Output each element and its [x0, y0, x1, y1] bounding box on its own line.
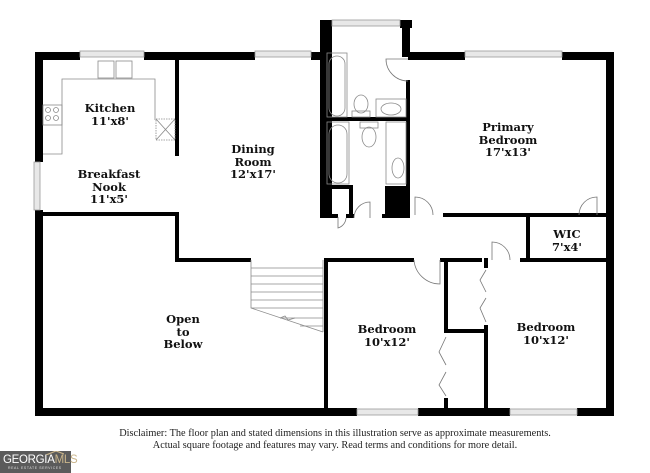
disclaimer: Disclaimer: The floor plan and stated di…	[0, 428, 650, 452]
swing-door-icon	[491, 241, 511, 261]
swing-door-icon	[414, 196, 434, 216]
room-label-kitchen: Kitchen 11'x8'	[85, 102, 136, 127]
windows	[33, 19, 578, 416]
floor-plan	[33, 19, 614, 416]
room-name: Bedroom	[357, 322, 417, 336]
refrigerator-icon	[155, 118, 176, 141]
sink-icon	[115, 60, 133, 79]
logo-text: GEORGIA	[3, 454, 55, 466]
room-name: Breakfast	[77, 167, 141, 181]
disclaimer-line-2: Actual square footage and features may v…	[152, 440, 518, 451]
roof-icon	[46, 451, 64, 455]
room-name: WIC	[553, 227, 581, 241]
room-name: Room	[234, 154, 272, 169]
toilet-icon	[351, 94, 371, 118]
room-name: Open	[166, 312, 200, 326]
kitchen-fixtures	[42, 60, 176, 155]
logo-tagline: REAL ESTATE SERVICES	[8, 466, 62, 470]
window-icon	[33, 161, 41, 211]
room-name: Dining	[231, 142, 275, 156]
interior-walls	[35, 58, 610, 410]
georgia-mls-logo: GEORGIAMLS REAL ESTATE SERVICES	[0, 451, 78, 473]
bathtub-icon	[326, 121, 350, 185]
room-dimensions: 7'x4'	[552, 239, 582, 254]
room-dimensions: 10'x12'	[523, 332, 569, 347]
room-label-bedroom-3: Bedroom 10'x12'	[517, 321, 576, 346]
swing-door-icon	[353, 201, 371, 219]
window-icon	[356, 408, 419, 416]
room-dimensions: 11'x5'	[90, 192, 128, 206]
sink-icon	[97, 60, 115, 79]
window-icon	[254, 50, 312, 58]
room-dimensions: 17'x13'	[485, 145, 531, 159]
window-icon	[464, 50, 563, 58]
vanity-sink-icon	[385, 121, 407, 185]
room-name: Below	[163, 337, 203, 351]
window-icon	[331, 19, 401, 27]
swing-door-icon	[578, 196, 598, 216]
room-name: Nook	[92, 179, 126, 194]
room-name: Primary	[482, 120, 534, 134]
room-label-dining-room: Dining Room 12'x17'	[230, 143, 276, 181]
room-label-wic: WIC 7'x4'	[552, 228, 582, 253]
logo-accent-text: MLS	[54, 454, 78, 466]
bifold-door-icon	[479, 269, 487, 323]
swing-door-icon	[385, 58, 409, 82]
swing-door-icon	[337, 217, 347, 229]
window-icon	[509, 408, 578, 416]
swing-door-icon	[413, 259, 441, 285]
vanity-sink-icon	[375, 98, 407, 118]
room-name: to	[176, 324, 190, 339]
bathtub-icon	[326, 52, 348, 118]
disclaimer-line-1: Disclaimer: The floor plan and stated di…	[119, 428, 551, 439]
room-dimensions: 12'x17'	[230, 167, 276, 181]
doors	[337, 58, 598, 397]
room-dimensions: 10'x12'	[364, 334, 410, 349]
stairs-icon	[250, 260, 324, 333]
window-icon	[79, 50, 145, 58]
room-dimensions: 11'x8'	[91, 113, 129, 128]
room-name: Bedroom	[478, 132, 538, 147]
room-name: Bedroom	[516, 320, 576, 334]
toilet-icon	[359, 121, 379, 148]
room-label-breakfast-nook: Breakfast Nook 11'x5'	[78, 168, 141, 206]
stove-icon	[42, 104, 63, 126]
room-label-primary-bedroom: Primary Bedroom 17'x13'	[479, 121, 538, 159]
room-name: Kitchen	[84, 101, 136, 115]
room-label-open-to-below: Open to Below	[164, 313, 203, 351]
room-label-bedroom-2: Bedroom 10'x12'	[358, 323, 417, 348]
bifold-door-icon	[438, 336, 447, 397]
bath-fixtures	[326, 52, 407, 185]
